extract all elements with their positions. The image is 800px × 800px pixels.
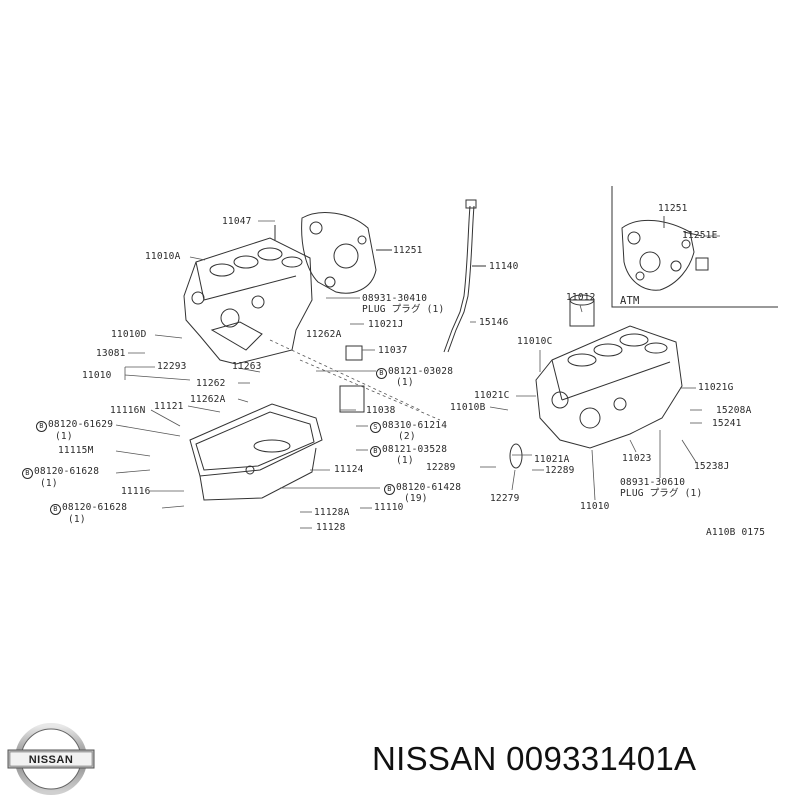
label-08931-30610: 08931-30610	[620, 477, 686, 488]
atm-bushing	[695, 257, 709, 271]
label-11010-left: 11010	[82, 370, 112, 381]
label-11110: 11110	[374, 502, 404, 513]
label-15238j: 15238J	[694, 461, 730, 472]
label-11021c: 11021C	[474, 390, 510, 401]
b-marker: B	[50, 504, 61, 515]
label-11124: 11124	[334, 464, 364, 475]
label-11140: 11140	[489, 261, 519, 272]
label-11128a: 11128A	[314, 507, 350, 518]
label-08120-61428-text: 08120-61428	[396, 482, 462, 493]
label-08120-61629-text: 08120-61629	[48, 419, 114, 430]
leader-lines	[115, 216, 720, 529]
right-cylinder-block	[509, 294, 683, 469]
label-15241: 15241	[712, 418, 742, 429]
label-13081: 13081	[96, 348, 126, 359]
label-qty-1b: (1)	[55, 431, 73, 442]
b-marker: B	[370, 446, 381, 457]
label-11116n: 11116N	[110, 405, 146, 416]
label-08121-03528-text: 08121-03528	[382, 444, 448, 455]
b-marker: B	[384, 484, 395, 495]
label-08121-03028-text: 08121-03028	[388, 366, 454, 377]
label-11010d: 11010D	[111, 329, 147, 340]
label-15146: 15146	[479, 317, 509, 328]
label-08120-61628-a-text: 08120-61628	[34, 466, 100, 477]
atm-backplate	[621, 219, 695, 291]
label-qty-1e: (1)	[68, 514, 86, 525]
label-11116: 11116	[121, 486, 151, 497]
label-11251-top: 11251	[393, 245, 423, 256]
label-11038: 11038	[366, 405, 396, 416]
label-qty-1d: (1)	[40, 478, 58, 489]
part-number-caption: NISSAN 009331401A	[372, 740, 697, 777]
label-12289-b: 12289	[545, 465, 575, 476]
b-marker: B	[22, 468, 33, 479]
s-marker: S	[370, 422, 381, 433]
label-11251-atm: 11251	[658, 203, 688, 214]
label-08931-30410: 08931-30410	[362, 293, 428, 304]
label-qty-2: (2)	[398, 431, 416, 442]
label-qty-1c: (1)	[396, 455, 414, 466]
label-12293: 12293	[157, 361, 187, 372]
oil-pan	[189, 345, 365, 501]
label-08310-61214-text: 08310-61214	[382, 420, 448, 431]
dipstick	[443, 199, 486, 353]
atm-label: ATM	[620, 295, 640, 307]
nissan-logo: NISSAN	[7, 723, 95, 795]
label-qty-1a: (1)	[396, 377, 414, 388]
label-11115m: 11115M	[58, 445, 94, 456]
label-11121: 11121	[154, 401, 184, 412]
label-plug-bot: PLUG プラグ (1)	[620, 488, 703, 499]
label-11262a-mid: 11262A	[190, 394, 226, 405]
logo-lettering: NISSAN	[29, 754, 74, 766]
label-11128: 11128	[316, 522, 346, 533]
label-11010a: 11010A	[145, 251, 181, 262]
diagram-code: A110B 0175	[706, 527, 766, 538]
label-11010c: 11010C	[517, 336, 553, 347]
label-11262a-top: 11262A	[306, 329, 342, 340]
label-11010-right: 11010	[580, 501, 610, 512]
b-marker: B	[376, 368, 387, 379]
label-11021g: 11021G	[698, 382, 734, 393]
label-15208a: 15208A	[716, 405, 752, 416]
label-11010b: 11010B	[450, 402, 486, 413]
label-11262: 11262	[196, 378, 226, 389]
label-plug-top: PLUG プラグ (1)	[362, 304, 445, 315]
label-11037: 11037	[378, 345, 408, 356]
label-11047: 11047	[222, 216, 252, 227]
label-11021j: 11021J	[368, 319, 404, 330]
label-11251e: 11251E	[682, 230, 718, 241]
left-cylinder-block	[183, 225, 313, 365]
label-12289-a: 12289	[426, 462, 456, 473]
label-12279: 12279	[490, 493, 520, 504]
rear-plate	[301, 212, 392, 294]
label-qty-19: (19)	[404, 493, 428, 504]
b-marker: B	[36, 421, 47, 432]
label-08120-61628-b-text: 08120-61628	[62, 502, 128, 513]
atm-inset	[611, 186, 778, 308]
label-11263: 11263	[232, 361, 262, 372]
label-11023: 11023	[622, 453, 652, 464]
label-11021a: 11021A	[534, 454, 570, 465]
label-11012: 11012	[566, 292, 596, 303]
